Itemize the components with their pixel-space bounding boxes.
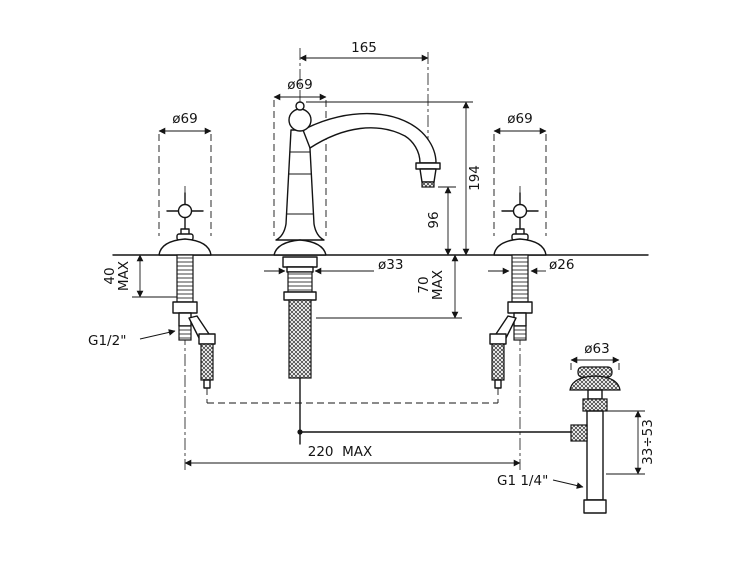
dim-label-dia63: ø63 — [584, 341, 609, 357]
dim-label-220max: 220 MAX — [308, 444, 372, 460]
dim-label-40-max: MAX — [116, 261, 132, 291]
drain-flange — [569, 375, 621, 391]
dim-label-96: 96 — [426, 211, 442, 228]
left-handle — [158, 192, 212, 256]
centerlines — [184, 48, 521, 470]
center-spout-faucet — [273, 101, 441, 256]
pop-up-drain — [569, 366, 621, 514]
center-supply — [282, 256, 318, 379]
center-flex-hose — [288, 299, 312, 379]
dimension-side-shank-dia: ø26 — [488, 257, 574, 275]
left-supply — [172, 254, 216, 403]
dimension-center-shank-dia: ø33 — [264, 257, 403, 275]
dim-label-dia33: ø33 — [378, 257, 403, 273]
dimension-side-deck-max: 40 MAX — [102, 254, 177, 298]
right-flex-hose — [491, 343, 505, 381]
drain-tailpipe — [586, 410, 604, 501]
left-flex-hose — [200, 343, 214, 381]
spout-ball-top — [288, 108, 312, 132]
callout-supply-thread: G1/2" — [88, 329, 176, 349]
dim-label-dia26: ø26 — [549, 257, 574, 273]
right-escutcheon — [493, 238, 547, 256]
dim-label-70: 70 — [416, 276, 432, 293]
spout — [302, 112, 437, 164]
spout-outlet — [415, 162, 441, 170]
dim-label-40: 40 — [102, 267, 118, 284]
left-escutcheon — [158, 238, 212, 256]
right-handle — [493, 192, 547, 256]
dim-label-dia69-right: ø69 — [507, 111, 532, 127]
dim-label-dia69-center: ø69 — [287, 77, 312, 93]
dim-label-3353: 33÷53 — [640, 419, 656, 465]
rod-pivot-knob — [570, 424, 588, 442]
dimension-left-handle-dia: ø69 — [158, 111, 212, 135]
dim-label-70-max: MAX — [430, 270, 446, 300]
dimension-waste-adjust: 33÷53 — [606, 410, 656, 475]
aerator — [419, 168, 437, 183]
dim-label-165: 165 — [351, 40, 377, 56]
dimension-waste-flange-dia: ø63 — [570, 341, 620, 364]
label-g12: G1/2" — [88, 333, 126, 349]
projection-lines — [158, 100, 620, 374]
dimension-spout-height: 96 — [426, 186, 456, 256]
pop-up-rod — [297, 377, 572, 445]
label-g114: G1 1/4" — [497, 473, 548, 489]
dim-label-dia69-left: ø69 — [172, 111, 197, 127]
dim-label-194: 194 — [467, 165, 483, 191]
callout-waste-thread: G1 1/4" — [497, 473, 584, 489]
dimension-spout-reach: 165 — [299, 40, 429, 62]
dimension-right-handle-dia: ø69 — [493, 111, 547, 135]
dimension-spout-base-dia: ø69 — [273, 77, 327, 101]
right-supply — [489, 254, 533, 403]
dimension-hole-distance: 220 MAX — [184, 444, 521, 467]
dimension-center-deck-max: 70 MAX — [316, 254, 462, 319]
dimension-total-height: 194 — [306, 101, 483, 256]
center-escutcheon — [273, 239, 327, 256]
